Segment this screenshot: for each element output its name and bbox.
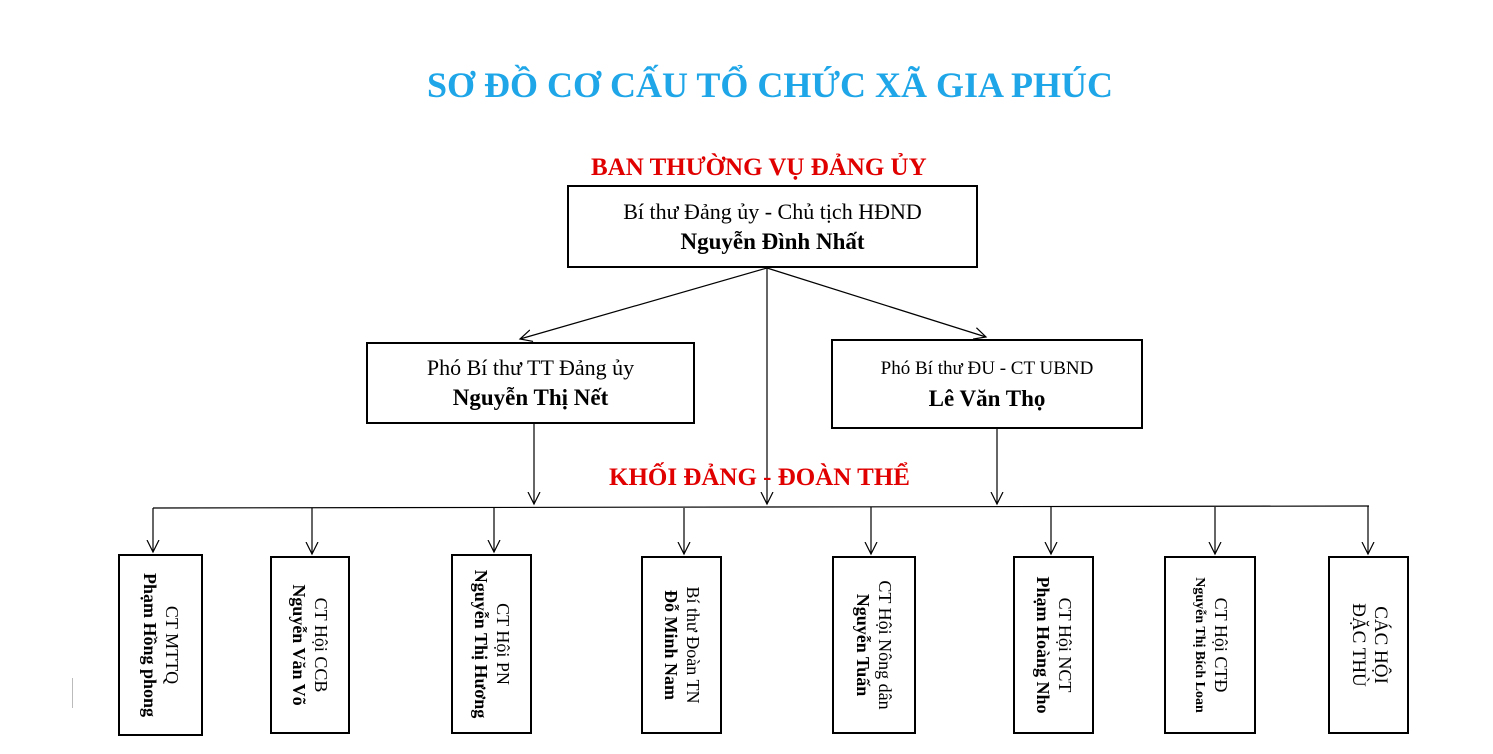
unit-box-2: CT Hội CCB Nguyễn Văn Võ bbox=[270, 556, 350, 734]
unit-box-3: CT Hội PN Nguyễn Thị Hương bbox=[451, 554, 532, 734]
unit-6-role: CT Hội NCT bbox=[1054, 597, 1075, 693]
page-margin-mark bbox=[72, 678, 73, 708]
unit-box-1: CT MTTQ Phạm Hồng phong bbox=[118, 554, 203, 736]
standing-committee-label: BAN THƯỜNG VỤ ĐẢNG ỦY bbox=[591, 154, 927, 181]
unit-3-name: Nguyễn Thị Hương bbox=[470, 569, 491, 719]
arrow-top-to-left-deputy bbox=[520, 267, 768, 339]
deputy-right-name: Lê Văn Thọ bbox=[928, 386, 1046, 411]
unit-4-role: Bí thư Đoàn TN bbox=[682, 586, 703, 704]
unit-6-name: Phạm Hoàng Nho bbox=[1032, 576, 1053, 714]
unit-5-name: Nguyễn Tuấn bbox=[853, 593, 873, 697]
unit-1-name: Phạm Hồng phong bbox=[139, 572, 160, 718]
unit-1-role: CT MTTQ bbox=[161, 605, 182, 685]
unit-box-7: CT Hội CTĐ Nguyễn Thị Bích Loan bbox=[1164, 556, 1256, 734]
unit-box-8: CÁC HỘI ĐẶC THÙ bbox=[1328, 556, 1409, 734]
unit-4-name: Đỗ Minh Nam bbox=[660, 589, 681, 701]
unit-box-5: CT Hội Nông dân Nguyễn Tuấn bbox=[832, 556, 916, 734]
unit-2-name: Nguyễn Văn Võ bbox=[289, 584, 309, 706]
deputy-left-role: Phó Bí thư TT Đảng ủy bbox=[426, 355, 635, 380]
unit-3-role: CT Hội PN bbox=[492, 603, 513, 685]
deputy-box-right: Phó Bí thư ĐU - CT UBND Lê Văn Thọ bbox=[831, 339, 1143, 429]
unit-5-role: CT Hội Nông dân bbox=[875, 580, 895, 710]
diagram-title: SƠ ĐỒ CƠ CẤU TỔ CHỨC XÃ GIA PHÚC bbox=[426, 65, 1114, 105]
arrow-top-to-right-deputy bbox=[766, 267, 986, 337]
unit-7-name: Nguyễn Thị Bích Loan bbox=[1192, 577, 1207, 713]
unit-8-role: CÁC HỘI bbox=[1369, 606, 1391, 684]
deputy-box-left: Phó Bí thư TT Đảng ủy Nguyễn Thị Nết bbox=[366, 342, 695, 424]
unit-8-name: ĐẶC THÙ bbox=[1347, 603, 1369, 687]
unit-7-role: CT Hội CTĐ bbox=[1211, 597, 1231, 693]
top-leader-box: Bí thư Đảng ủy - Chủ tịch HĐND Nguyễn Đì… bbox=[567, 185, 978, 268]
top-leader-role: Bí thư Đảng ủy - Chủ tịch HĐND bbox=[623, 198, 922, 224]
bus-line bbox=[152, 505, 1370, 509]
deputy-left-name: Nguyễn Thị Nết bbox=[452, 385, 609, 410]
deputy-right-role: Phó Bí thư ĐU - CT UBND bbox=[880, 358, 1094, 379]
unit-2-role: CT Hội CCB bbox=[311, 597, 331, 693]
top-leader-name: Nguyễn Đình Nhất bbox=[680, 228, 865, 254]
unit-box-4: Bí thư Đoàn TN Đỗ Minh Nam bbox=[641, 556, 722, 734]
party-bloc-label: KHỐI ĐẢNG - ĐOÀN THỂ bbox=[609, 464, 910, 491]
unit-box-6: CT Hội NCT Phạm Hoàng Nho bbox=[1013, 556, 1094, 734]
